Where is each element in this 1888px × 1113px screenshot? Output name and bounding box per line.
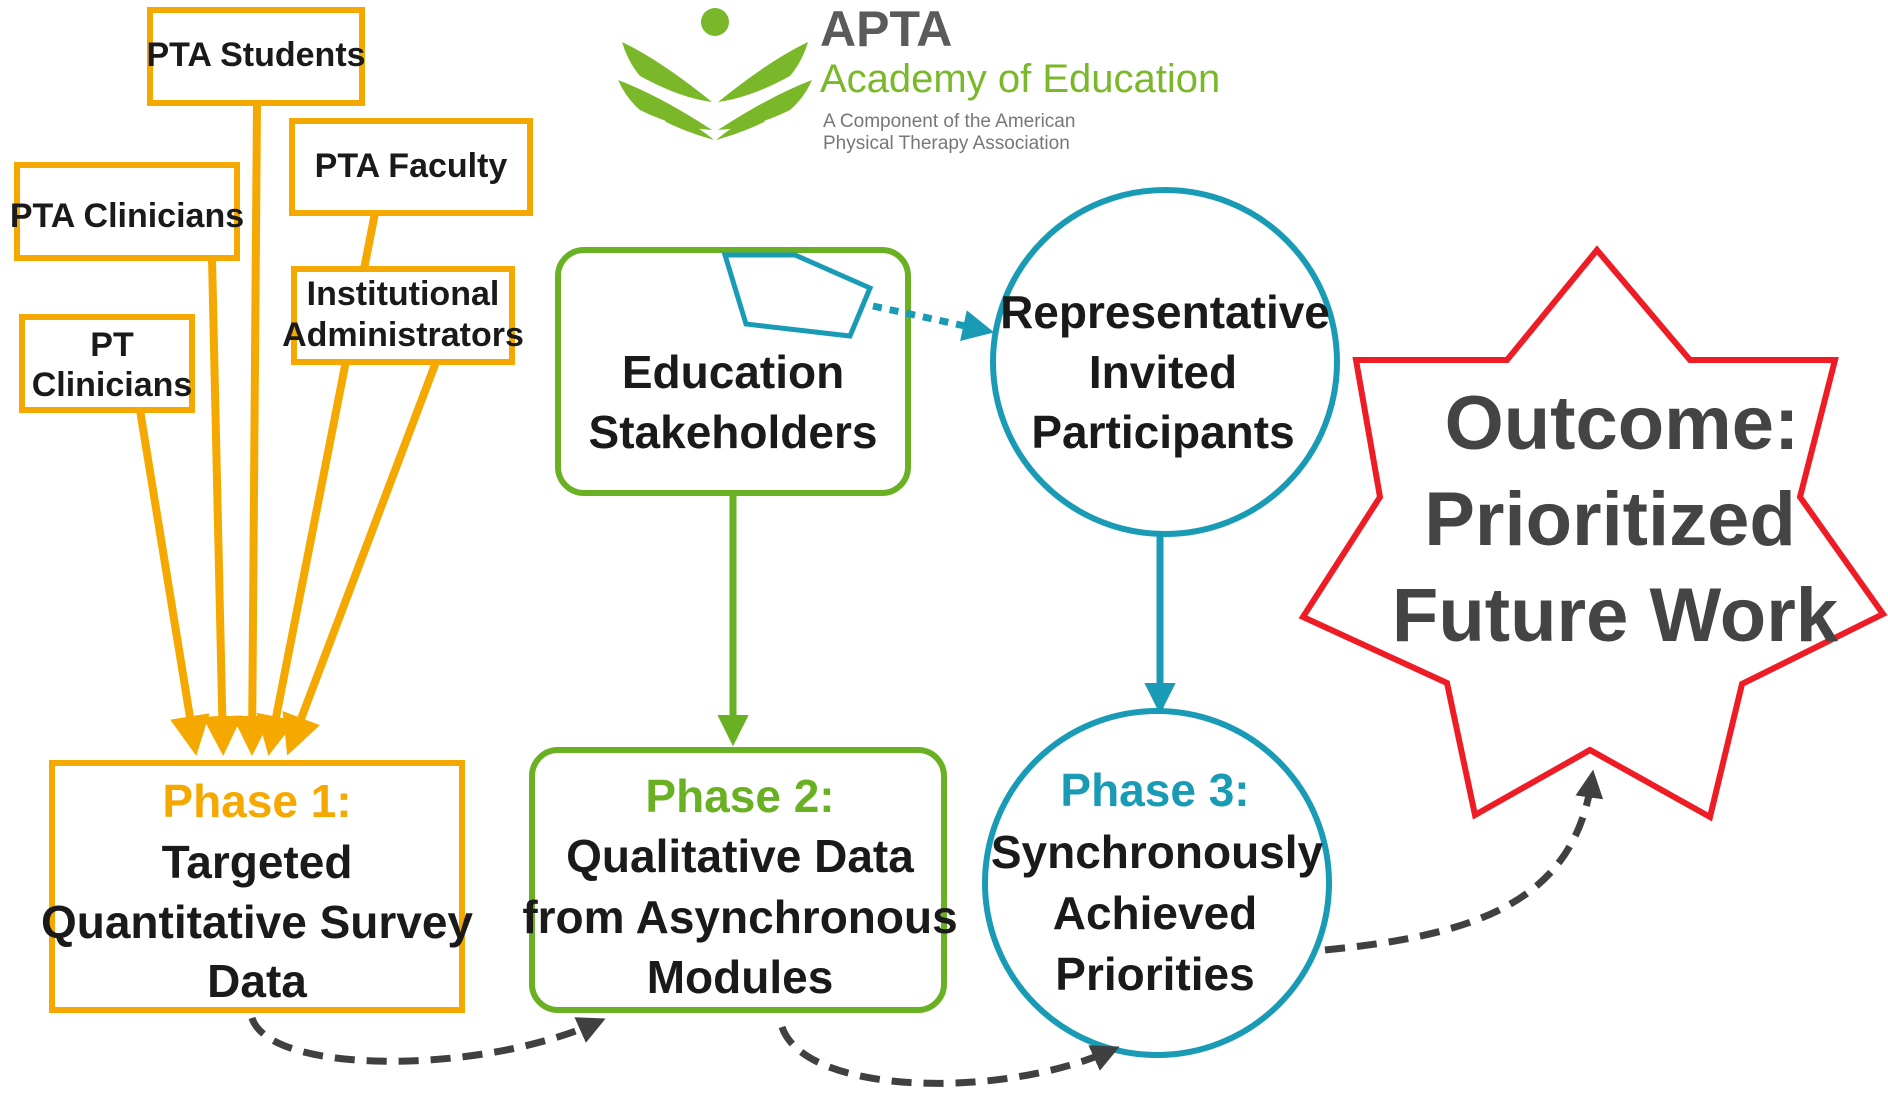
arrow-pt-clinicians [136, 409, 210, 756]
dashed-arrow-phase1-to-phase2 [248, 1016, 606, 1065]
pta-clinicians-box: PTA Clinicians [10, 162, 244, 261]
arrow-pta-students [232, 102, 273, 756]
representative-circle: Representative Invited Participants [990, 187, 1340, 537]
dashed-arrow-phase3-to-outcome [1324, 769, 1604, 954]
pta-clinicians-label: PTA Clinicians [10, 197, 244, 235]
pt-clinicians-box: PT Clinicians [19, 314, 195, 413]
phase3-circle: Phase 3: Synchronously Achieved Prioriti… [982, 708, 1332, 1058]
apta-logo: APTA Academy of Education A Component of… [618, 1, 1220, 154]
phase3-title: Phase 3: [1060, 764, 1249, 816]
pta-faculty-label: PTA Faculty [315, 147, 508, 185]
phase1-line3: Data [207, 955, 307, 1007]
logo-tagline-line2: Physical Therapy Association [823, 133, 1070, 154]
pentagon-shape [721, 252, 874, 339]
dotted-arrow-to-representative [872, 302, 995, 342]
phase3-line3: Priorities [1055, 948, 1254, 1000]
pt-clinicians-label-line2: Clinicians [32, 366, 193, 404]
outcome-line3: Future Work [1392, 573, 1839, 658]
representative-line3: Participants [1031, 406, 1294, 458]
arrow-pta-clinicians [202, 257, 243, 756]
institutional-label-line2: Administrators [282, 316, 524, 354]
phase2-line2: from Asynchronous [522, 891, 957, 943]
outcome-line2: Prioritized [1424, 477, 1796, 562]
dashed-arrow-phase2-to-phase3 [778, 1025, 1120, 1087]
pta-faculty-box: PTA Faculty [289, 118, 533, 216]
outcome-star: Outcome: Prioritized Future Work [1298, 245, 1888, 822]
representative-line1: Representative [1000, 286, 1330, 338]
institutional-label-line1: Institutional [307, 275, 500, 313]
logo-name: APTA [820, 1, 952, 57]
pt-clinicians-label-line1: PT [90, 326, 134, 364]
logo-leaves-icon [618, 8, 812, 140]
institutional-administrators-box: Institutional Administrators [282, 266, 524, 365]
phase1-line1: Targeted [162, 836, 353, 888]
arrow-institutional [282, 360, 440, 756]
phase3-line1: Synchronously [991, 826, 1324, 878]
education-stakeholders-line1: Education [622, 346, 844, 398]
phase2-title: Phase 2: [645, 770, 834, 822]
phase1-line2: Quantitative Survey [41, 896, 473, 948]
phase3-line2: Achieved [1053, 887, 1258, 939]
phase2-line1: Qualitative Data [566, 830, 914, 882]
phase1-box: Phase 1: Targeted Quantitative Survey Da… [41, 760, 473, 1013]
representative-line2: Invited [1089, 346, 1237, 398]
dashed-connectors [248, 769, 1604, 1087]
education-stakeholders-line2: Stakeholders [589, 406, 878, 458]
pta-students-box: PTA Students [146, 7, 366, 106]
pta-students-label: PTA Students [146, 36, 365, 74]
outcome-line1: Outcome: [1445, 381, 1800, 466]
phase1-title: Phase 1: [162, 775, 351, 827]
logo-tagline-line1: A Component of the American [823, 111, 1075, 132]
logo-subtitle: Academy of Education [820, 57, 1220, 101]
phase2-line3: Modules [647, 951, 834, 1003]
education-stakeholders-box: Education Stakeholders [555, 247, 911, 496]
phase2-box: Phase 2: Qualitative Data from Asynchron… [522, 747, 958, 1013]
